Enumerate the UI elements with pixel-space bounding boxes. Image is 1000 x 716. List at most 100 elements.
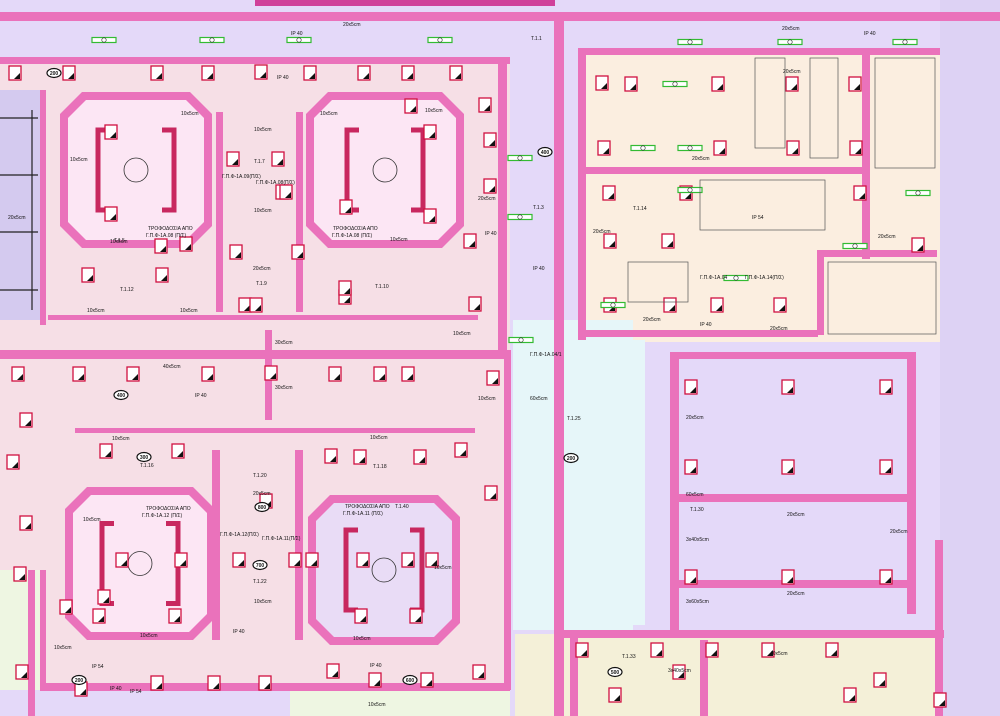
ceiling-light-icon [356,552,370,568]
ceiling-light-icon [81,267,95,283]
exit-sign-icon [199,36,225,44]
room-tag: T.1.3 [533,205,544,211]
room-tag: T.1.33 [622,654,636,660]
ceiling-light-icon [486,370,500,386]
ceiling-light-icon [326,663,340,679]
ip-label: IP 40 [700,322,712,328]
height-marker: 200 [46,67,62,79]
ip-label: IP 54 [130,689,142,695]
dim-label: 60x5cm [686,492,704,498]
ceiling-light-icon [684,379,698,395]
ceiling-light-icon [368,672,382,688]
svg-text:700: 700 [256,563,265,569]
ceiling-light-icon [291,244,305,260]
dim-label: 10x5cm [320,111,338,117]
dim-label: 10x5cm [70,157,88,163]
dim-label: 10x5cm [370,435,388,441]
room-tag: T.1.40 [395,504,409,510]
wall-bottom-h [40,683,510,691]
clean-corridor-2 [570,340,645,625]
ceiling-light-icon [150,675,164,691]
room-tag: T.1.18 [373,464,387,470]
or-tm-title: ΤΡΟΦΟΔΟΣΙΑ ΑΠΟ [333,226,378,232]
exit-sign-icon [507,213,533,221]
ceiling-light-icon [150,65,164,81]
kitchen-unit-1 [754,57,786,149]
exit-sign-icon [777,38,803,46]
light-fixtures-emergency [6,64,947,708]
or-bm-sub: Γ.Π.Φ-1Α.11 (Π/Σ) [343,511,383,517]
dim-label: 10x5cm [368,702,386,708]
exit-sign-icon [91,36,117,44]
ceiling-light-icon [62,65,76,81]
ceiling-light-icon [8,65,22,81]
surgical-lamp-icon [123,157,149,183]
dim-label: 20x5cm [787,591,805,597]
ip-label: IP 40 [533,266,545,272]
wall-main-v [504,350,511,690]
height-marker: 800 [254,501,270,513]
wall-mid-h [0,350,510,359]
or-bl-sub: Γ.Π.Φ-1Α.12 (Π/Σ) [142,513,182,519]
exit-sign-icon [723,274,749,282]
dim-label: 30x5cm [275,340,293,346]
ceiling-light-icon [650,642,664,658]
ceiling-light-icon [104,124,118,140]
ceiling-light-icon [354,608,368,624]
ceiling-light-icon [873,672,887,688]
ceiling-light-icon [786,140,800,156]
kitchen-wall-bot [578,330,818,337]
ceiling-light-icon [761,642,775,658]
dim-label: 10x5cm [254,599,272,605]
ip-label: IP 40 [110,686,122,692]
surgical-equipment-bracket [344,127,359,213]
room-tag: T.1.20 [253,473,267,479]
ip-label: IP 54 [92,664,104,670]
ceiling-light-icon [238,297,252,313]
surgical-equipment-bracket [411,127,426,213]
kitchen-unit-4 [874,57,936,169]
room-tag: T.1.16 [140,463,154,469]
ceiling-light-icon [672,664,686,680]
room-tag: T.1.1 [531,36,542,42]
riser-right-h [564,630,944,638]
ceiling-light-icon [472,664,486,680]
svg-text:300: 300 [140,455,149,461]
ceiling-light-icon [373,366,387,382]
ceiling-light-icon [785,76,799,92]
kitchen-wall-left [578,52,586,340]
exit-sign-icon [677,186,703,194]
ceiling-light-icon [463,233,477,249]
ceiling-light-icon [425,552,439,568]
ceiling-light-icon [324,448,338,464]
or-bm-title: ΤΡΟΦΟΔΟΣΙΑ ΑΠΟ [345,504,390,510]
kitchen-unit-6 [627,261,689,303]
dim-label: 20x5cm [878,234,896,240]
ip-label: IP 40 [864,31,876,37]
ceiling-light-icon [602,185,616,201]
ceiling-light-icon [423,124,437,140]
room-tag: T.1.30 [690,507,704,513]
dim-label: 20x5cm [770,326,788,332]
ceiling-light-icon [13,566,27,582]
panel-bm: Γ.Π.Φ-1Α.11(Π/Σ) [262,536,301,542]
bottom-right-green [515,634,1000,716]
left-rack [0,110,38,310]
bot-right-tray [700,640,708,716]
ceiling-light-icon [6,454,20,470]
dim-label: 10x5cm [54,645,72,651]
ceiling-light-icon [773,297,787,313]
exit-sign-icon [630,144,656,152]
ceiling-light-icon [15,664,29,680]
dim-label: 3x40x5cm [668,668,691,674]
hall-wall-mid1 [679,494,907,502]
kitchen-wall-top [578,48,940,55]
dim-label: 3x60x5cm [686,599,709,605]
ceiling-light-icon [226,151,240,167]
ip-label: IP 54 [752,215,764,221]
ceiling-light-icon [401,366,415,382]
dim-label: 20x5cm [478,196,496,202]
kitchen-block [580,52,940,342]
dim-label: 10x5cm [453,331,471,337]
exit-sign-icon [600,301,626,309]
